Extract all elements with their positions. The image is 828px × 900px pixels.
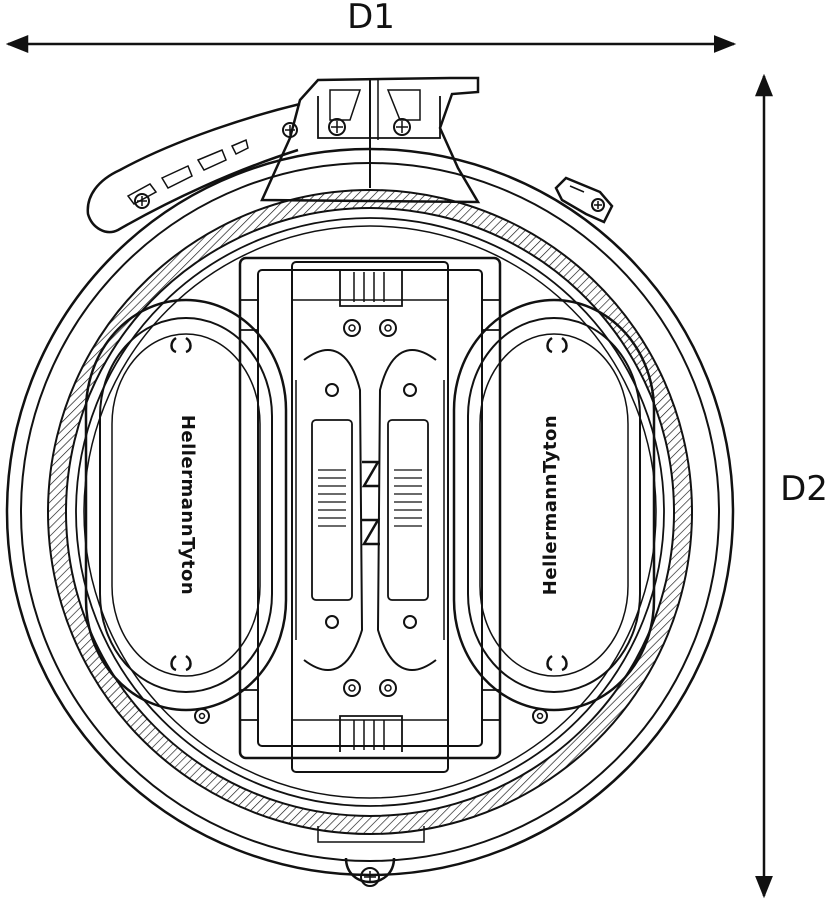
central-splice-frame: [238, 256, 502, 773]
outer-ring-inner-edge: [20, 162, 720, 862]
enclosure: HellermannTyton HellermannTyton: [5, 76, 735, 887]
frame-hole-bottom-left: [343, 679, 361, 697]
frame-hole-mid-right-lower: [403, 615, 417, 629]
right-clip-screw: [591, 198, 605, 212]
right-brand-label: HellermannTyton: [540, 415, 561, 595]
bottom-lug: [317, 826, 425, 887]
top-bracket-screw-left: [328, 118, 346, 136]
left-brand-label: HellermannTyton: [177, 415, 198, 595]
left-arm-top-screw: [282, 122, 298, 138]
tray-screw-right: [532, 708, 548, 724]
tray-screw-left: [194, 708, 210, 724]
frame-hole-bottom-right: [379, 679, 397, 697]
seal-ring-inner-line: [75, 217, 665, 807]
hatched-seal-ring: [47, 189, 694, 835]
seal-ring-inner-line-2: [83, 225, 657, 799]
top-mount-bracket: [260, 76, 481, 204]
dimension-d2: D2: [755, 73, 828, 899]
frame-hole-mid-left-upper: [325, 383, 339, 397]
right-clip: [554, 176, 614, 224]
d1-label: D1: [347, 0, 395, 37]
frame-hole-top-left: [343, 319, 361, 337]
dimension-d1: D1: [5, 0, 737, 53]
left-oval-tray: HellermannTyton: [84, 298, 288, 712]
frame-hole-top-right: [379, 319, 397, 337]
frame-hole-mid-right-upper: [403, 383, 417, 397]
left-arm-clip: [86, 102, 301, 234]
left-arm-screw: [134, 193, 150, 209]
d2-label: D2: [780, 469, 828, 509]
top-bracket-screw-right: [393, 118, 411, 136]
frame-hole-mid-left-lower: [325, 615, 339, 629]
right-oval-tray: HellermannTyton: [452, 298, 656, 712]
